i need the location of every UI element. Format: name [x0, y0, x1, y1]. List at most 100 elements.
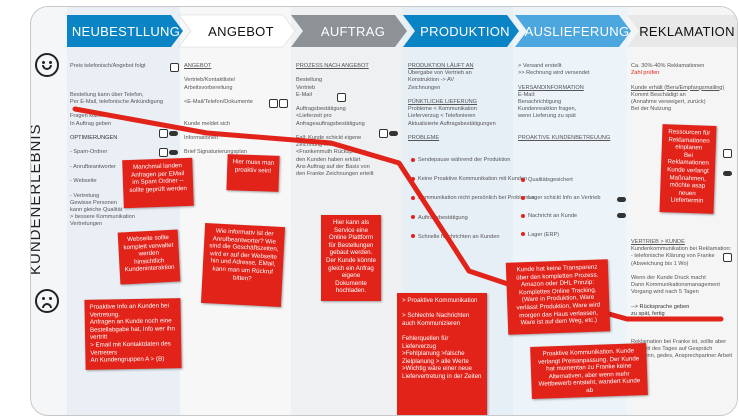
c2-line: Arbeitsvorbereitung [184, 84, 233, 91]
note-spam-folder: Manchmal landen Anfragen per EMail im Sp… [122, 157, 194, 209]
note-transparency: Kunde hat keine Transparenz über den kom… [505, 259, 611, 335]
phone-icon [159, 129, 168, 138]
c1-line: - Webseite [70, 178, 97, 185]
mail-icon [723, 171, 732, 176]
phone-icon [337, 93, 346, 102]
problem-item: Schnelle Nachrichten an Kunden [411, 234, 511, 241]
phase-arrow-3 [291, 15, 407, 47]
phase-arrow-6 [627, 15, 737, 47]
c3-line: Vertrieb [296, 84, 316, 91]
c3-line: Ans Auftrag auf der Basis von [296, 163, 370, 170]
phase-label-produktion: PRODUKTION [420, 23, 510, 39]
c3-line: den Franke Zeichnungen erteilt [296, 171, 374, 178]
phone-icon [379, 129, 388, 138]
phase-label-angebot: ANGEBOT [208, 23, 274, 39]
problem-item: Keine Proaktive Kommunikation mit Kunden [411, 176, 527, 183]
delivery-item: Lager (ERP) [521, 232, 625, 239]
c1-line: Gewisse Personen [70, 199, 117, 206]
c4-line: Lieferverzug < Telefonieren [408, 113, 476, 120]
mail-icon [169, 131, 178, 136]
c4-line: Probleme < Kommunikation [408, 106, 477, 113]
c4-line: Übergabe von Vertrieb an [408, 70, 472, 77]
c4-line: PÜNKTLICHE LIEFERUNG [408, 99, 478, 106]
c6-tail-line: Reklamation bei Franke ist, sollte aber [631, 339, 727, 345]
c6-line: Wenn der Kunde Druck macht [631, 275, 706, 282]
c2-line: Vertrieb/Kontaktliste/ [184, 77, 236, 84]
phone-icon [723, 253, 732, 262]
c6-line: Vorgang wird nach 5 Tagen [631, 289, 699, 296]
note-answering-machine: Wie informativ ist der Anrufbeantworter?… [200, 222, 286, 308]
phase-label-reklamation: REKLAMATION [639, 23, 735, 39]
note-complaint-resources: Ressourcen für Reklamationen einplanen B… [659, 124, 717, 214]
c4-line: Konstruktion -> AV [408, 77, 455, 84]
c5-line: wenn Lieferung zu spät [518, 113, 576, 120]
c3-line: Zeichnung mit [296, 142, 332, 149]
c1-line: - Vertretung [70, 192, 100, 199]
phone-icon [170, 63, 179, 72]
c2-line: Brief Signaturierungsplan [184, 149, 247, 156]
c5-line: > Versand erstellt [518, 63, 562, 69]
column-5-notes: > Versand erstellt>> Rechnung wird verse… [518, 63, 624, 142]
note-website: Webseite sollte komplett verwaltet werde… [117, 229, 181, 285]
c3-line: Fall: Kunde schickt eigene [296, 135, 362, 142]
c6-line: Dann Kommunikationsmanagement [631, 282, 720, 289]
c6-line: Ca. 30%-40% Reklamationen [631, 63, 705, 69]
c2-line: Informationen [184, 135, 219, 142]
mail-icon [169, 150, 178, 155]
phone-icon [269, 99, 278, 108]
note-substitute-info: Proaktive Info an Kunden bei Vertretung.… [84, 298, 182, 370]
note-price-adjustment: Proaktive Kommunikation. Kunde verlangt … [530, 342, 648, 400]
note-proactive-communication: > Proaktive Kommunikation > Schlechte Na… [397, 293, 487, 415]
c2-line: <E-Mail/Telefon/Dokumente [184, 99, 253, 106]
phase-arrow-5 [515, 15, 631, 47]
delivery-item: Lager schickt Info an Vertrieb [521, 195, 625, 202]
c6-line: Kommt Beschädigt an [631, 91, 686, 98]
c3-line: E-Mail [296, 91, 312, 98]
c5-line: PROAKTIVE KUNDENBETREUUNG [518, 135, 611, 142]
phone-icon [159, 148, 168, 157]
mail-icon [617, 197, 626, 202]
c5-line: Kundenreaktion fragen, [518, 106, 577, 113]
phase-arrow-4 [403, 15, 519, 47]
c5-line: >> Rechnung wird versendet [518, 70, 590, 77]
c6-tail-line: Die Zeit des Tages auf Gespräch [631, 346, 713, 353]
c4-line: PROBLEME [408, 135, 440, 142]
phone-icon [723, 149, 732, 158]
delivery-item: Nachricht an Kunde [521, 213, 625, 220]
c2-line: Kunde meldet sich [184, 120, 231, 127]
journey-map-frame: NEUBESTLLUNG ANGEBOT AUFTRAG PRODUKTION … [30, 6, 738, 416]
c5-line: Benachrichtigung [518, 99, 562, 106]
c6-line: zu spät, fertig [631, 311, 665, 318]
note-online-platform: Hier kann als Service eine Online Plattf… [321, 215, 381, 301]
c3-line: PROZESS NACH ANGEBOT [296, 63, 369, 69]
c5-line: E-Mail: [518, 91, 536, 98]
c3-line: den Kunden haben erklärt [296, 156, 361, 163]
c1-line: - Anrufbeantworter [70, 163, 117, 170]
c3-line: <Frankenmuth Rückspracke [296, 149, 367, 156]
c6-line: (Annahme verweigert, zurück) [631, 99, 706, 106]
c1-line: Bestellung kann über Telefon, [70, 91, 144, 98]
phone-icon [279, 99, 288, 108]
c3-line: <Lieferzeit pro [296, 113, 332, 120]
c1-line: Per E-Mail, telefonische Ankündigung [70, 99, 163, 106]
note-proactive: Hier muss man proaktiv sein! [226, 154, 280, 192]
c2-line: ANGEBOT [184, 63, 212, 69]
column-2-notes: ANGEBOT Vertrieb/Kontaktliste/Arbeitsvor… [184, 63, 288, 157]
phase-label-auftrag: AUFTRAG [320, 23, 386, 39]
smiley-sad-icon [35, 289, 59, 313]
c1-line: Preis telefonisch/Angebot folgt [70, 63, 146, 69]
phase-arrow-1 [67, 15, 183, 47]
c4-line: PRODUKTION LÄUFT AN [408, 63, 474, 69]
c1-line: - Spam-Ordner [70, 149, 108, 156]
phase-label-auslieferung: AUSLIEFERUNG [524, 23, 630, 39]
c6-tail-line: an, wenn, gedes, Ansprechpartner Arbeit [631, 353, 733, 360]
c5-line: VERSANDINFORMATION [518, 84, 584, 91]
c6-line: --> Rücksprache geben [631, 303, 690, 310]
c6-line: Zahl prüfen [631, 70, 660, 77]
journey-line [72, 106, 724, 322]
c6-line: - telefonische Klärung von Franke [631, 253, 715, 260]
